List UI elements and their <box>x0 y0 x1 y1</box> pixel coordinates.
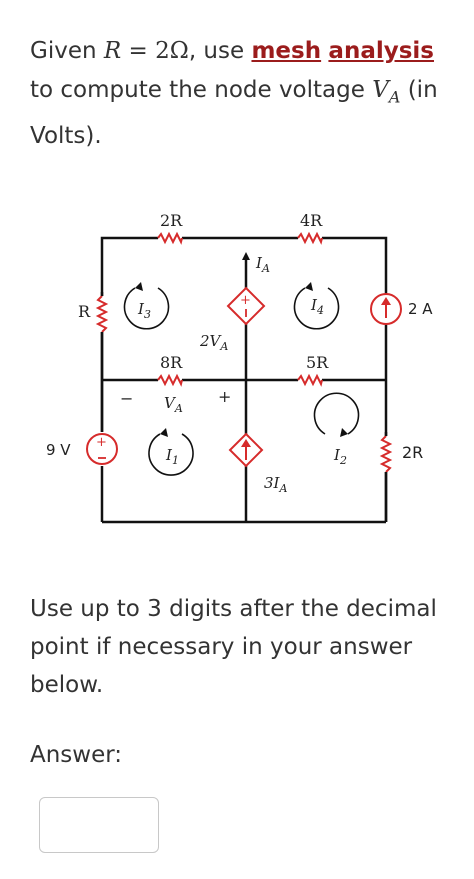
label-5r: 5R <box>306 353 329 372</box>
resistor-r-left <box>95 295 109 333</box>
circuit-wires <box>100 236 388 524</box>
circuit-diagram: 2R 4R R 8R 5R 2R + 9 V 2 A + 2VA 3IA IA … <box>46 211 433 524</box>
label-8r: 8R <box>160 353 183 372</box>
question-use: , use <box>188 38 245 64</box>
answer-label: Answer: <box>30 742 123 768</box>
label-i2: I2 <box>333 446 347 467</box>
resistor-zigzags <box>95 231 393 473</box>
label-2va: 2VA <box>199 332 228 353</box>
label-i4: I4 <box>310 296 324 317</box>
r-value: = 2Ω <box>121 38 189 64</box>
label-r-left: R <box>78 302 91 321</box>
label-i3: I3 <box>137 300 151 321</box>
question-text: Given R = 2Ω, use mesh analysis to compu… <box>30 32 450 156</box>
va-plus: + <box>218 387 231 406</box>
instruction-text: Use up to 3 digits after the decimal poi… <box>30 596 437 698</box>
analysis-link[interactable]: analysis <box>328 38 434 64</box>
answer-input[interactable] <box>39 797 159 853</box>
label-2r-right: 2R <box>402 443 423 462</box>
mesh-link[interactable]: mesh <box>251 38 322 64</box>
question-rest1: to compute the node voltage <box>30 77 365 103</box>
resistor-2r-top <box>157 231 183 245</box>
voltage-source-9v <box>86 433 118 465</box>
label-2r-top: 2R <box>160 211 183 230</box>
label-9v: 9 V <box>46 441 71 459</box>
resistor-5r <box>297 373 323 387</box>
question-rest2: (in Volts). <box>30 77 438 149</box>
va-sub: A <box>388 87 401 107</box>
label-va: VA <box>164 394 183 415</box>
question-given: Given <box>30 38 97 64</box>
dependent-voltage-source <box>226 286 266 326</box>
label-2a: 2 A <box>408 300 433 318</box>
dvs-plus: + <box>240 293 251 308</box>
resistor-2r-right <box>379 435 393 473</box>
resistor-8r <box>157 373 183 387</box>
vs-plus: + <box>96 435 107 450</box>
va-symbol: V <box>372 77 389 103</box>
label-ia: IA <box>255 254 270 275</box>
label-i1: I1 <box>165 446 179 467</box>
label-3ia: 3IA <box>264 474 287 495</box>
label-4r-top: 4R <box>300 211 323 230</box>
r-symbol: R <box>103 38 122 64</box>
mesh-arrowheads <box>135 282 348 437</box>
resistor-4r-top <box>297 231 323 245</box>
va-minus: − <box>120 389 133 408</box>
mesh-loops <box>123 287 360 476</box>
